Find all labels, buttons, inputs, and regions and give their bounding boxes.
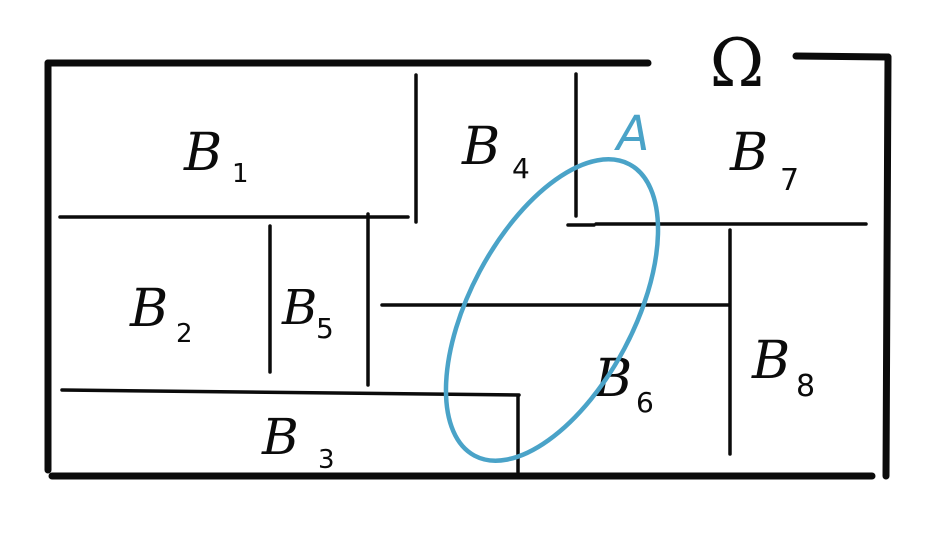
region-letter: B: [183, 123, 222, 183]
region-letter: B: [751, 331, 790, 391]
region-labels: B 1 B 2 B 3 B 4 B 5 B 6 B 7 B 8: [129, 117, 815, 475]
region-letter: B: [129, 279, 168, 339]
region-letter: B: [593, 349, 632, 409]
region-index: 7: [780, 163, 799, 198]
region-index: 2: [176, 319, 193, 349]
set-a-label: A: [614, 106, 650, 162]
sample-space-frame: [44, 52, 892, 480]
frame-top-right: [792, 52, 892, 61]
frame-right: [882, 53, 892, 480]
region-b8-label: B 8: [751, 331, 815, 404]
region-index: 4: [512, 152, 530, 185]
region-b6-label: B 6: [593, 349, 654, 419]
region-letter: B: [461, 117, 500, 177]
region-index: 6: [636, 386, 654, 419]
region-index: 5: [316, 312, 334, 345]
region-index: 3: [318, 445, 335, 475]
region-index: 1: [232, 159, 249, 189]
set-a: A: [443, 106, 661, 463]
region-b3-label: B 3: [261, 408, 335, 475]
region-letter: B: [261, 408, 299, 466]
region-b2-label: B 2: [129, 279, 193, 349]
region-b7-label: B 7: [729, 123, 799, 198]
partition-lines: [58, 72, 868, 474]
region-index: 8: [796, 369, 815, 404]
region-b1-label: B 1: [183, 123, 249, 189]
divider-b2-b3: [60, 388, 521, 397]
omega-symbol: Ω: [710, 25, 765, 102]
region-letter: B: [281, 280, 317, 336]
region-b4-label: B 4: [461, 117, 530, 185]
region-b5-label: B 5: [281, 280, 334, 345]
region-letter: B: [729, 123, 768, 183]
set-a-outline: [443, 157, 661, 463]
